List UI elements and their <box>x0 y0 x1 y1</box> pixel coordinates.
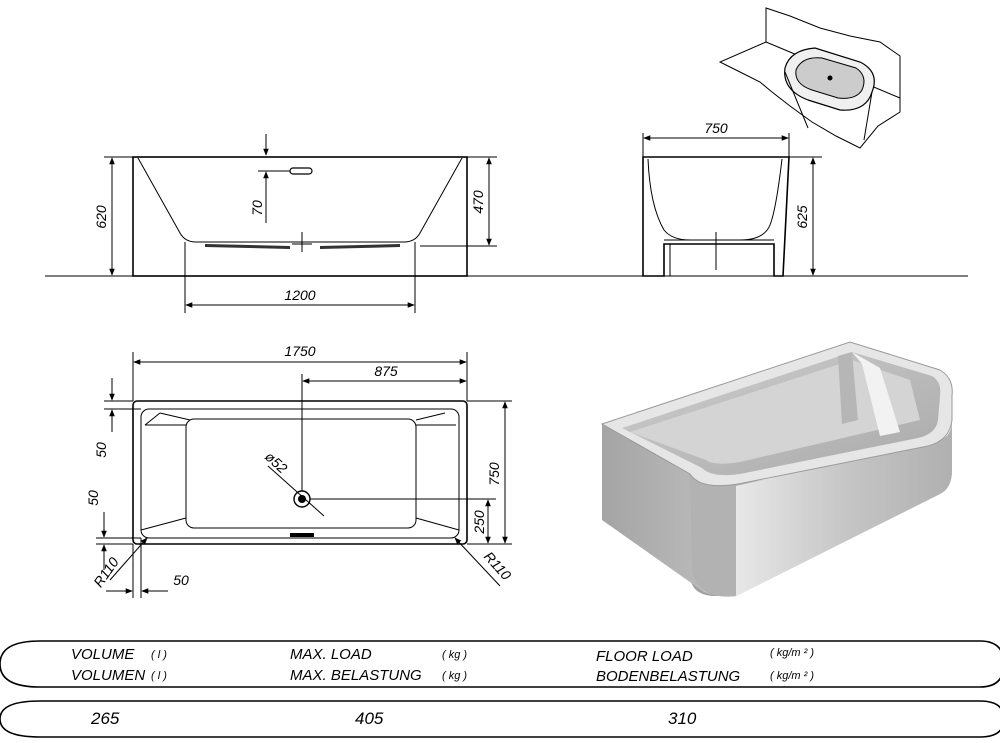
load-value: 405 <box>355 709 384 728</box>
load-label-en: MAX. LOAD <box>290 646 372 663</box>
dim-250: 250 <box>471 510 487 535</box>
volume-unit-2: ( l ) <box>151 670 167 682</box>
dim-470: 470 <box>470 190 486 214</box>
bathtub-render <box>600 341 953 597</box>
side-view: 750 625 <box>642 120 822 277</box>
front-view-body <box>132 156 468 277</box>
top-view-basin <box>185 418 417 529</box>
spec-values-box <box>0 700 1000 738</box>
dim-750-top: 750 <box>486 462 502 486</box>
floor-value: 310 <box>668 709 697 728</box>
volume-label-en: VOLUME <box>71 646 135 663</box>
volume-unit-1: ( l ) <box>151 649 167 661</box>
dim-70: 70 <box>249 200 265 216</box>
spec-table: VOLUME VOLUMEN ( l ) ( l ) MAX. LOAD MAX… <box>0 640 1000 738</box>
overflow-icon <box>289 167 313 175</box>
dim-50-side: 50 <box>85 490 101 506</box>
front-view-shell <box>137 157 463 243</box>
dim-r110-right: R110 <box>481 548 515 583</box>
dim-diameter: ø52 <box>262 448 291 476</box>
side-view-body <box>642 156 790 277</box>
load-unit-1: ( kg ) <box>442 649 467 661</box>
load-unit-2: ( kg ) <box>442 670 467 682</box>
floor-label-en: FLOOR LOAD <box>596 648 693 665</box>
floor-label-de: BODENBELASTUNG <box>596 668 741 685</box>
top-view: ø52 1750 875 750 250 50 50 <box>85 343 515 598</box>
volume-value: 265 <box>90 709 120 728</box>
top-view-body <box>132 400 468 545</box>
load-label-de: MAX. BELASTUNG <box>290 667 422 684</box>
floor-unit-2: ( kg/m ² ) <box>770 670 814 682</box>
dim-50-bottom: 50 <box>173 572 189 588</box>
floor-unit-1: ( kg/m ² ) <box>770 647 814 659</box>
dim-750-side: 750 <box>704 120 728 136</box>
dim-50-top: 50 <box>93 442 109 458</box>
dim-620: 620 <box>93 205 109 229</box>
spec-header-box <box>0 640 1000 688</box>
dim-875: 875 <box>374 363 398 379</box>
volume-label-de: VOLUMEN <box>71 667 145 684</box>
dim-1750: 1750 <box>284 343 315 359</box>
dim-1200: 1200 <box>284 287 315 303</box>
front-view: 620 70 470 1200 <box>45 134 968 313</box>
installation-sketch <box>718 7 901 149</box>
dim-625: 625 <box>794 205 810 229</box>
